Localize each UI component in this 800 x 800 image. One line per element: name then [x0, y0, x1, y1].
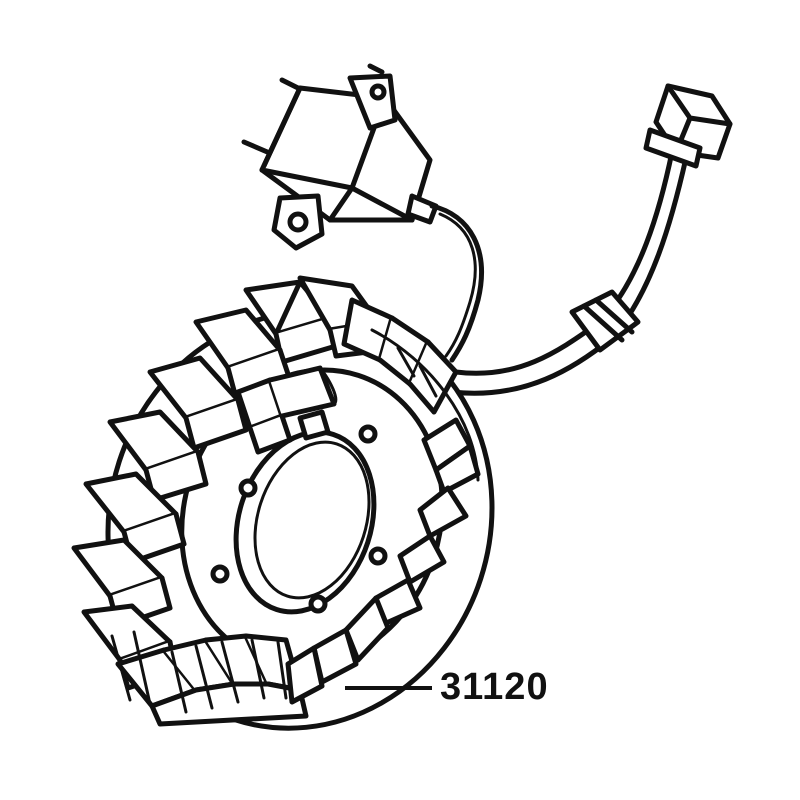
stator-windings-right	[285, 297, 481, 705]
harness-grommet	[569, 289, 641, 353]
lead-wires	[429, 149, 689, 396]
stator-assembly	[71, 63, 733, 731]
winding-hatching	[110, 346, 438, 714]
pulser-coil-block	[241, 63, 439, 251]
connector-plug	[643, 83, 733, 169]
part-number-label: 31120	[440, 666, 549, 708]
pulser-pickup	[235, 365, 338, 455]
